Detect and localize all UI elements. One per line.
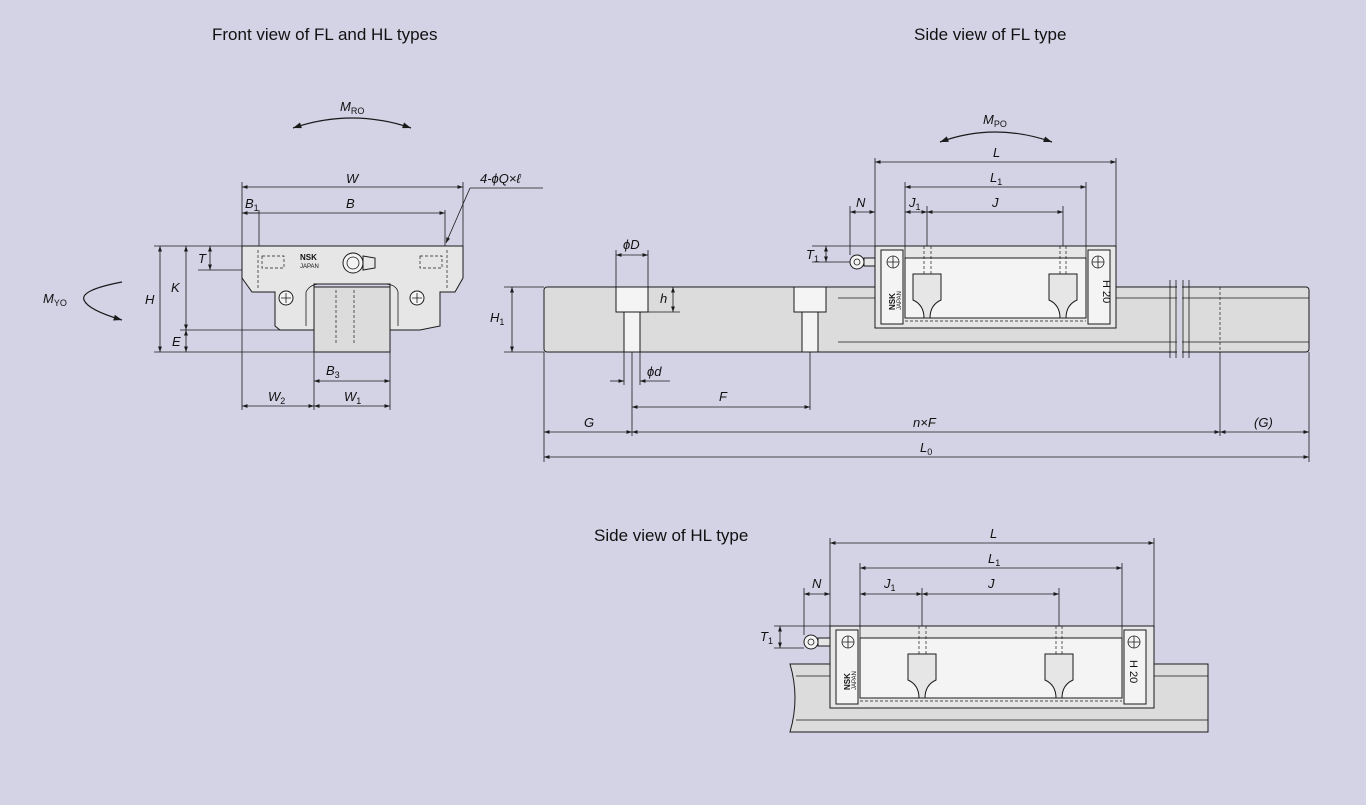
side-view-hl: NSK JAPAN H 20 L L1 N J1 J T1 [760,526,1209,733]
side-view-hl-title: Side view of HL type [594,526,749,545]
dim-phid-label: ϕD [623,237,640,252]
dim-l1-label-fl: L1 [990,170,1002,187]
side-view-fl: MPO NSK JAPAN H 20 [490,112,1310,462]
dim-h-label: H [145,292,155,307]
dim-l1-label-hl: L1 [988,551,1000,568]
rail-section [313,286,391,353]
dim-g-paren-label: (G) [1254,415,1273,430]
dim-j-label-hl: J [987,576,995,591]
counterbore-left [615,286,649,313]
dim-nf-label: n×F [913,415,937,430]
dim-n-label-hl: N [812,576,822,591]
model-label-hl: H 20 [1127,660,1139,683]
front-view: MRO MYO NSK JAPAN [43,99,543,410]
brand-japan-front: JAPAN [300,264,319,270]
grease-nipple [342,252,364,274]
brand-nsk-fl: NSK [888,293,897,310]
slider-block [241,245,464,331]
dim-j-label-fl: J [991,195,999,210]
grease-nipple-hl [803,634,819,650]
brand-nsk-front: NSK [300,253,317,262]
front-view-title: Front view of FL and HL types [212,25,438,44]
dim-phi-small-d-label: ϕd [647,364,662,379]
grease-nipple-fl [849,254,865,270]
dim-t-label: T [198,251,207,266]
dim-b-label: B [346,196,355,211]
dim-k-label: K [171,280,181,295]
dim-w-label: W [346,171,360,186]
dim-b3-label: B3 [326,363,340,380]
moment-myo-label: MYO [43,291,67,308]
moment-mpo-label: MPO [983,112,1007,129]
side-view-fl-title: Side view of FL type [914,25,1067,44]
dim-h-small-label: h [660,291,667,306]
brand-japan-hl: JAPAN [852,671,858,690]
dim-g-label: G [584,415,594,430]
counterbore-right [793,286,827,313]
dim-h1-label: H1 [490,310,504,327]
moment-mpo-arrow [939,131,1053,143]
dim-t1-label-hl: T1 [760,629,773,646]
dim-f-label: F [719,389,728,404]
dim-l-label-fl: L [993,145,1000,160]
dim-w1-label: W1 [344,389,361,406]
block-inner-profile [305,283,399,326]
moment-mro-arrow [292,117,412,129]
moment-myo-arrow [83,281,123,321]
dim-l0-label: L0 [920,440,932,457]
dim-w2-label: W2 [268,389,285,406]
dim-j1-label-hl: J1 [883,576,896,593]
dim-j1-label-fl: J1 [908,195,921,212]
dim-l-label-hl: L [990,526,997,541]
moment-mro-label: MRO [340,99,364,116]
dim-t1-label-fl: T1 [806,247,819,264]
model-label-fl: H 20 [1100,280,1112,303]
dim-e-label: E [172,334,181,349]
dim-n-label-fl: N [856,195,866,210]
dim-b1-label: B1 [245,196,259,213]
brand-nsk-hl: NSK [843,673,852,690]
brand-japan-fl: JAPAN [897,291,903,310]
hole-spec-label: 4-ϕQ×ℓ [480,171,521,186]
